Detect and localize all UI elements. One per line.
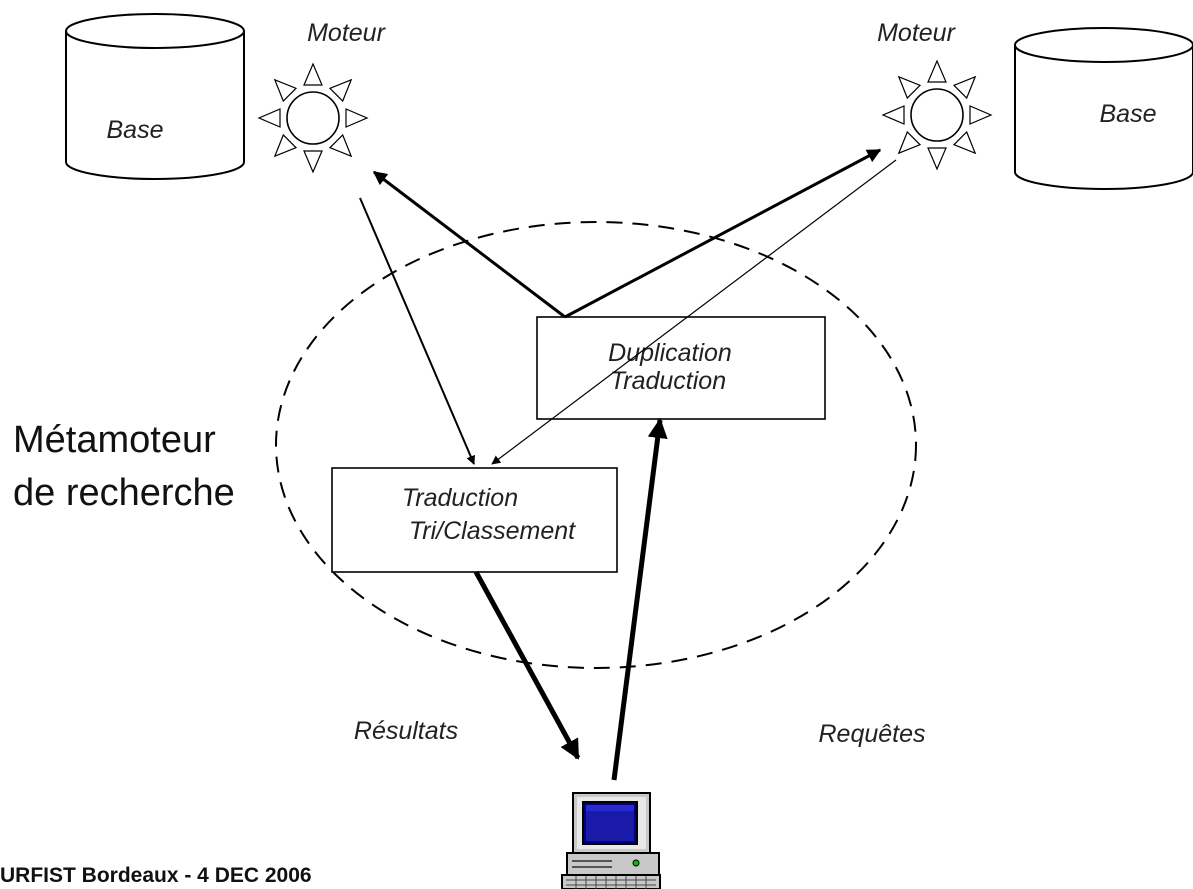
metasearch-boundary [275,221,917,669]
left-base-label: Base [107,116,164,144]
ranking-box [331,467,618,573]
left-database-icon [65,13,245,180]
arrow-requests-from-user [611,418,668,781]
arrow-results-to-user [473,570,581,760]
sun-ray [927,59,947,83]
sun-ray [897,130,922,155]
sun-ray [303,62,323,86]
sun-ray [257,108,281,128]
sun-ray [881,105,905,125]
sun-ray [952,75,977,100]
sun-ray [927,147,947,171]
duplication-box-line2: Traduction [610,367,726,395]
arrow-left-engine-results [359,197,475,465]
left-sun-engine-icon [257,62,369,174]
arrow-right-engine-results [491,159,897,465]
duplication-box-line1: Duplication [608,339,732,367]
ranking-box-line1: Traduction [402,484,518,512]
sun-ray [273,78,298,103]
arrow-query-to-left-engine [372,170,566,319]
footer-credit: URFIST Bordeaux - 4 DEC 2006 [0,864,312,887]
sun-ray [273,133,298,158]
computer-icon [561,792,661,889]
sun-ray [969,105,993,125]
sun-ray [345,108,369,128]
left-engine-label: Moteur [307,19,386,47]
metasearch-title-line1: Métamoteur [13,419,216,461]
sun-ray [328,78,353,103]
sun-ray [952,130,977,155]
sun-ray [897,75,922,100]
sun-ray [303,150,323,174]
ranking-box-line2: Tri/Classement [409,517,576,545]
duplication-box [536,316,826,420]
right-base-label: Base [1100,100,1157,128]
metasearch-title-line2: de recherche [13,472,235,514]
sun-ray [328,133,353,158]
right-database-icon [1014,27,1193,190]
right-sun-engine-icon [881,59,993,171]
results-label: Résultats [354,717,458,745]
arrow-query-to-right-engine [564,148,882,319]
right-engine-label: Moteur [877,19,956,47]
requests-label: Requêtes [818,720,925,748]
